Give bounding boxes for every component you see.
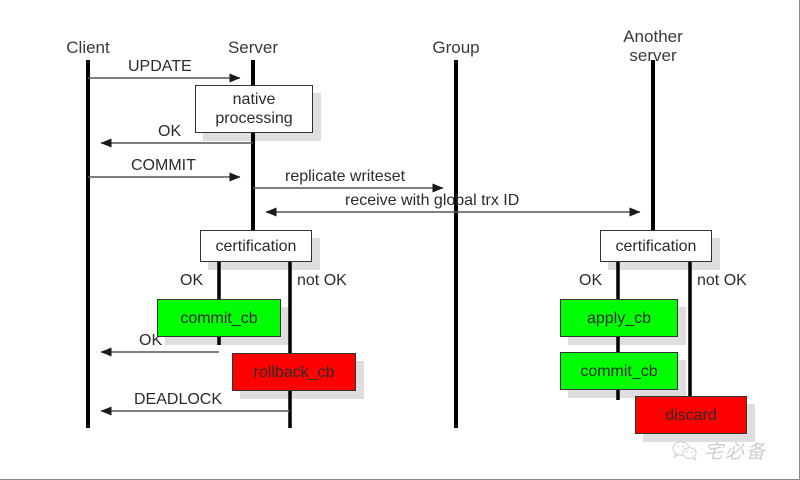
branch-label-another-ok: OK <box>579 272 603 289</box>
message-label-update: UPDATE <box>128 58 192 75</box>
watermark-text: 宅必备 <box>704 441 768 463</box>
node-apply-cb-another-server[interactable]: apply_cb <box>560 299 678 337</box>
message-label-deadlock: DEADLOCK <box>134 391 223 408</box>
message-label-ok-native: OK <box>158 123 182 140</box>
branch-label-server-ok: OK <box>180 272 204 289</box>
message-label-replicate-writeset: replicate writeset <box>285 168 406 185</box>
lifeline-header-server: Server <box>227 38 279 57</box>
branch-label-server-not-ok: not OK <box>297 272 347 289</box>
node-native-processing[interactable]: native processing <box>195 85 313 133</box>
lifeline-header-group: Group <box>432 38 480 57</box>
message-label-receive-global-trx-id: receive with global trx ID <box>345 192 520 209</box>
message-label-commit: COMMIT <box>131 157 196 174</box>
node-commit-cb-another-server[interactable]: commit_cb <box>560 352 678 390</box>
lifeline-header-another-server: Another server <box>623 27 683 65</box>
message-label-ok-commit: OK <box>139 332 163 349</box>
node-certification-server[interactable]: certification <box>200 230 312 262</box>
watermark: 宅必备 <box>672 437 767 464</box>
node-commit-cb-server[interactable]: commit_cb <box>157 299 281 337</box>
message-arrows <box>88 73 641 416</box>
node-certification-another-server[interactable]: certification <box>600 230 712 262</box>
node-discard-another-server[interactable]: discard <box>635 396 747 434</box>
lifeline-header-client: Client <box>66 38 110 57</box>
branch-label-another-not-ok: not OK <box>697 272 747 289</box>
node-rollback-cb-server[interactable]: rollback_cb <box>232 353 356 391</box>
wechat-icon <box>672 440 698 461</box>
